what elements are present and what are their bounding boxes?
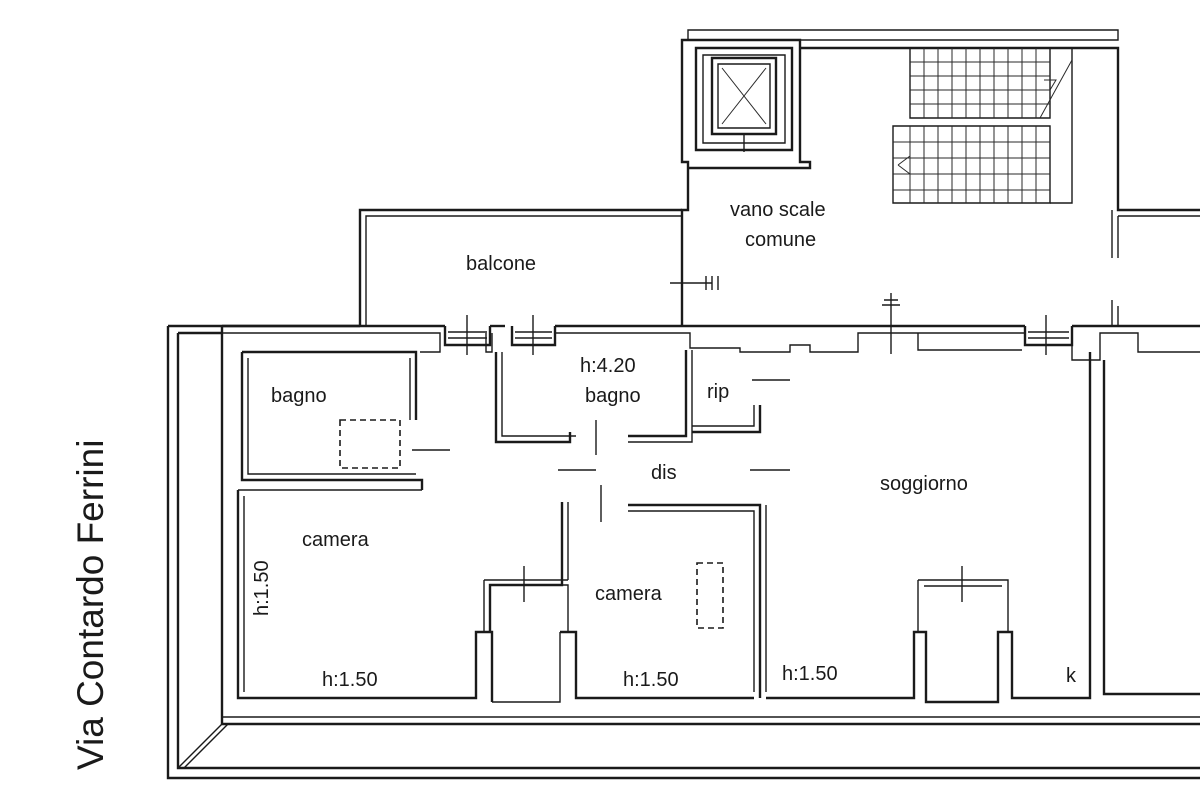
label-height-bagno-center: h:4.20 (580, 355, 636, 377)
wardrobe-outline (696, 562, 724, 629)
fixtures (339, 419, 724, 629)
label-camera-left: camera (302, 529, 370, 551)
label-rip: rip (707, 381, 729, 403)
height-camera-left-bottom: h:1.50 (322, 669, 378, 691)
interior-walls (236, 350, 1200, 704)
stairwell-block (670, 29, 1200, 354)
label-k: k (1066, 665, 1077, 687)
height-camera-left-vertical: h:1.50 (251, 560, 273, 616)
height-soggiorno-bottom: h:1.50 (782, 663, 838, 685)
north-wall (222, 315, 1200, 361)
label-bagno-center: bagno (585, 385, 641, 407)
label-dis: dis (651, 462, 677, 484)
height-camera-center-bottom: h:1.50 (623, 669, 679, 691)
shower-tray (339, 419, 401, 469)
label-comune: comune (745, 229, 816, 251)
street-name: Via Contardo Ferrini (70, 440, 111, 770)
label-balcone: balcone (466, 253, 536, 275)
outer-walls (166, 324, 1200, 780)
label-soggiorno: soggiorno (880, 473, 968, 495)
balcony-outline (358, 208, 682, 326)
label-vano-scale: vano scale (730, 199, 826, 221)
label-camera-center: camera (595, 583, 663, 605)
label-bagno-left: bagno (271, 385, 327, 407)
labels: vano scale comune balcone bagno h:4.20 b… (70, 199, 1077, 770)
